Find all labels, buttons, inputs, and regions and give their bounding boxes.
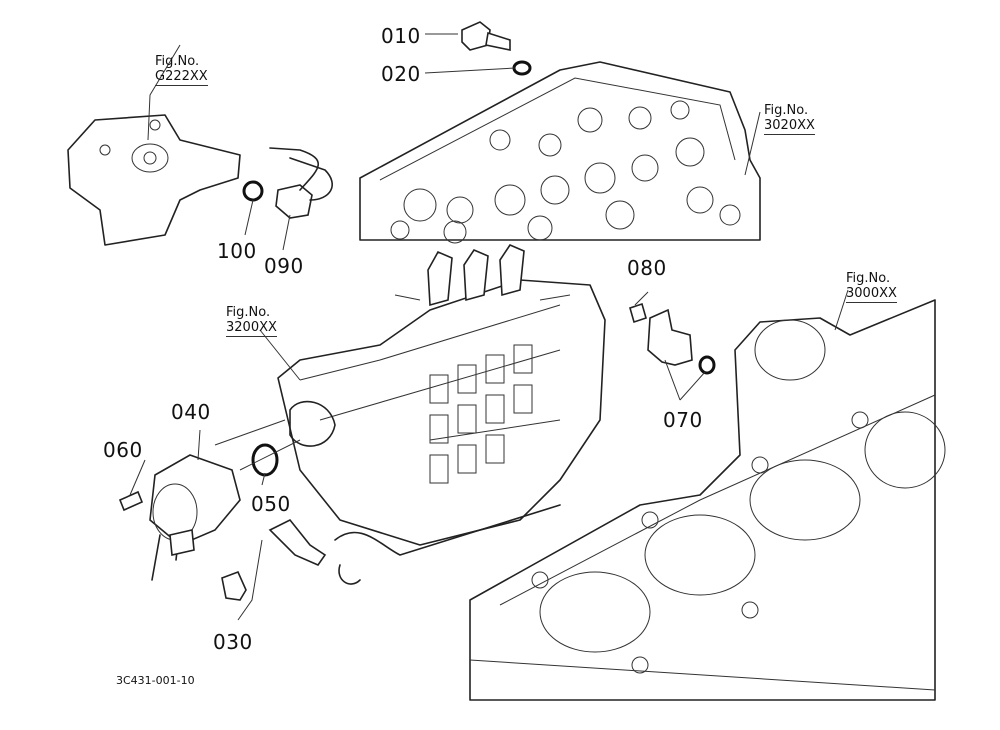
- part-030-drawing: [221, 570, 247, 601]
- figure-ref-code: 3000XX: [846, 285, 897, 303]
- part-070-drawing: [647, 308, 716, 375]
- part-label-070: 070: [663, 408, 703, 432]
- figure-ref-prefix: Fig.No.: [764, 103, 809, 118]
- part-label-090: 090: [264, 254, 304, 278]
- part-label-030: 030: [213, 630, 253, 654]
- part-080-drawing: [629, 302, 647, 324]
- part-label-080: 080: [627, 256, 667, 280]
- figure-ref-prefix: Fig.No.: [155, 54, 200, 69]
- part-label-100: 100: [217, 239, 257, 263]
- figure-ref-code: 3020XX: [764, 117, 815, 135]
- figure-ref-prefix: Fig.No.: [846, 271, 891, 286]
- figure-ref-g222xx: Fig.No. G222XX: [155, 54, 208, 86]
- figure-ref-3200xx: Fig.No. 3200XX: [226, 305, 277, 337]
- part-label-020: 020: [381, 62, 421, 86]
- leader-lines: [129, 33, 849, 621]
- part-100-drawing: [242, 180, 264, 202]
- sensor-bracket-drawing: [268, 518, 327, 566]
- figure-ref-3020xx: Fig.No. 3020XX: [764, 103, 815, 135]
- filter-housing-drawing: [67, 114, 241, 246]
- part-040-drawing: [149, 454, 241, 581]
- part-010-drawing: [461, 21, 511, 51]
- part-090-drawing: [269, 147, 333, 219]
- figure-ref-prefix: Fig.No.: [226, 305, 271, 320]
- figure-ref-code: 3200XX: [226, 319, 277, 337]
- part-050-drawing: [251, 443, 279, 477]
- injection-pump-drawing: [277, 244, 606, 585]
- figure-ref-code: G222XX: [155, 68, 208, 86]
- engine-block-drawing: [469, 299, 946, 701]
- part-020-drawing: [512, 60, 532, 76]
- diagram-id: 3C431-001-10: [116, 674, 195, 687]
- cylinder-head-drawing: [359, 61, 761, 244]
- part-060-drawing: [118, 490, 144, 512]
- figure-ref-3000xx: Fig.No. 3000XX: [846, 271, 897, 303]
- part-label-050: 050: [251, 492, 291, 516]
- part-label-010: 010: [381, 24, 421, 48]
- part-label-040: 040: [171, 400, 211, 424]
- part-label-060: 060: [103, 438, 143, 462]
